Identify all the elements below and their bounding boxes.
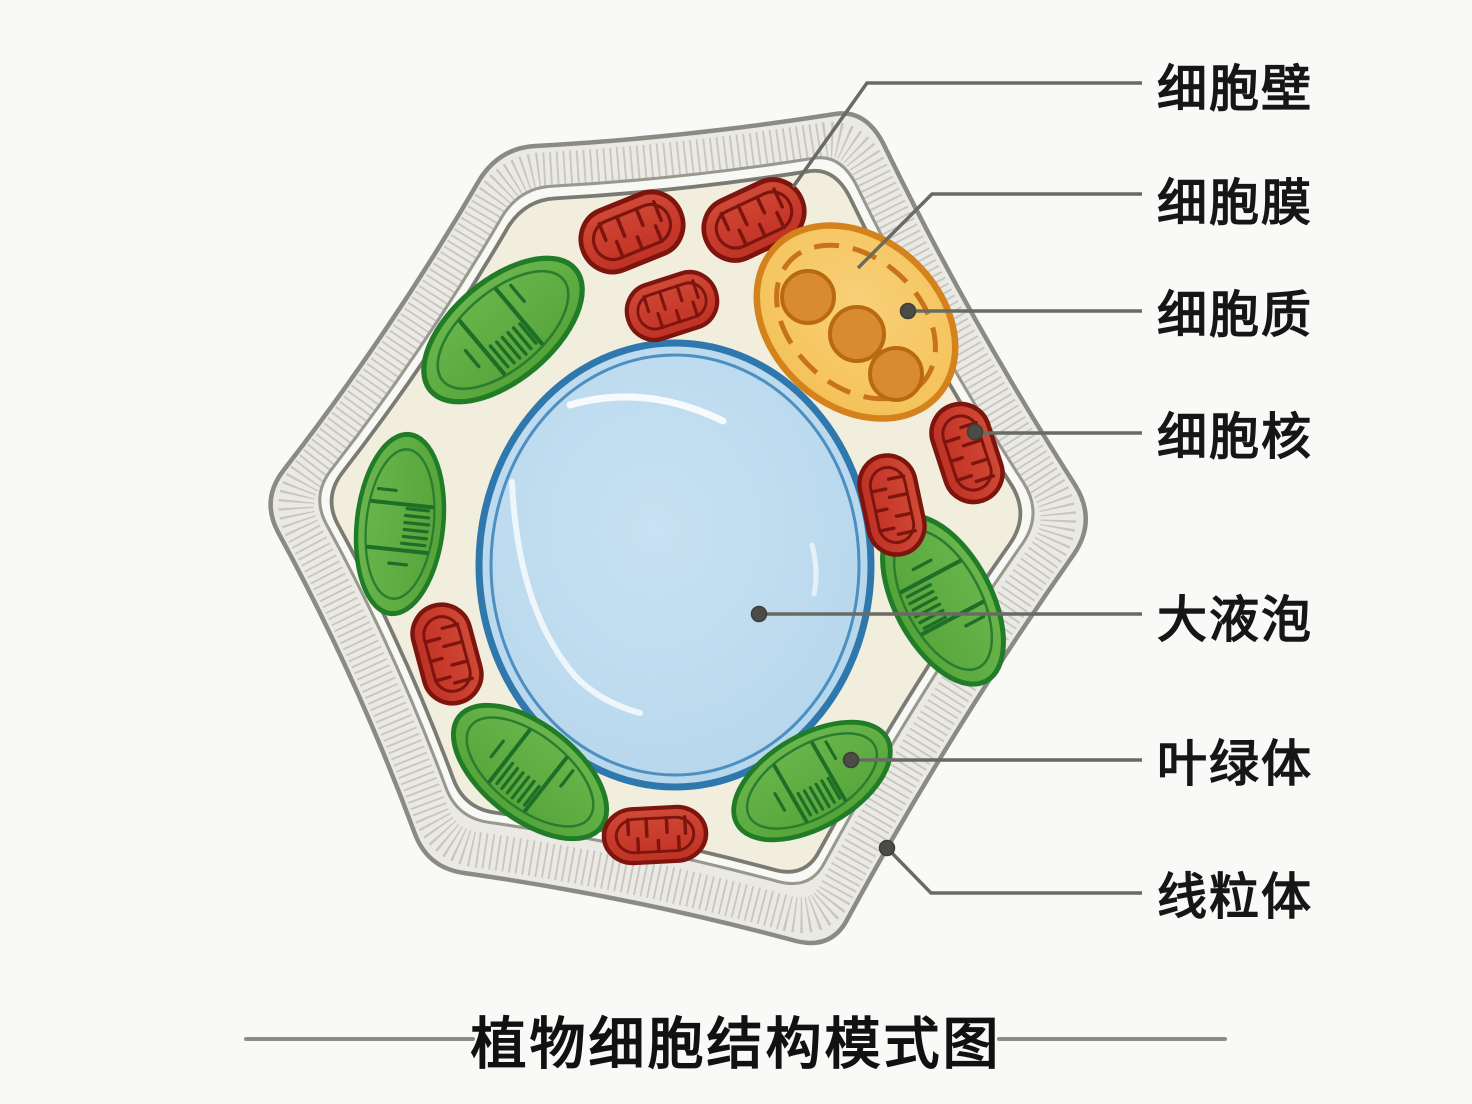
nucleolus [868,346,924,402]
label-mitochondrion: 线粒体 [1157,869,1313,925]
label-vacuole: 大液泡 [1157,592,1313,648]
diagram-title: 植物细胞结构模式图 [470,1012,1002,1076]
leader-cell-membrane [856,192,1142,270]
label-cell-membrane: 细胞膜 [1157,175,1313,231]
leader-dot-cytoplasm [899,302,917,320]
nucleolus [828,305,886,363]
nucleus [753,222,959,422]
vacuole-highlight [509,393,819,716]
leader-dots [750,302,984,857]
leader-dot-mitochondrion [878,839,896,857]
leader-cell-wall [791,81,1142,189]
leader-mitochondrion [885,846,1142,895]
label-cell-wall: 细胞壁 [1157,61,1313,117]
nucleolus [780,269,836,325]
label-cytoplasm: 细胞质 [1157,287,1313,343]
leader-lines [759,81,1142,895]
nuclear-envelope-dashes [774,242,938,402]
leader-dot-vacuole [750,605,768,623]
label-chloroplast: 叶绿体 [1157,736,1313,792]
leader-dot-nucleus [966,423,984,441]
leader-dot-chloroplast [842,751,860,769]
mitochondrion [603,805,708,864]
label-nucleus: 细胞核 [1157,409,1313,465]
vacuole [475,339,875,791]
